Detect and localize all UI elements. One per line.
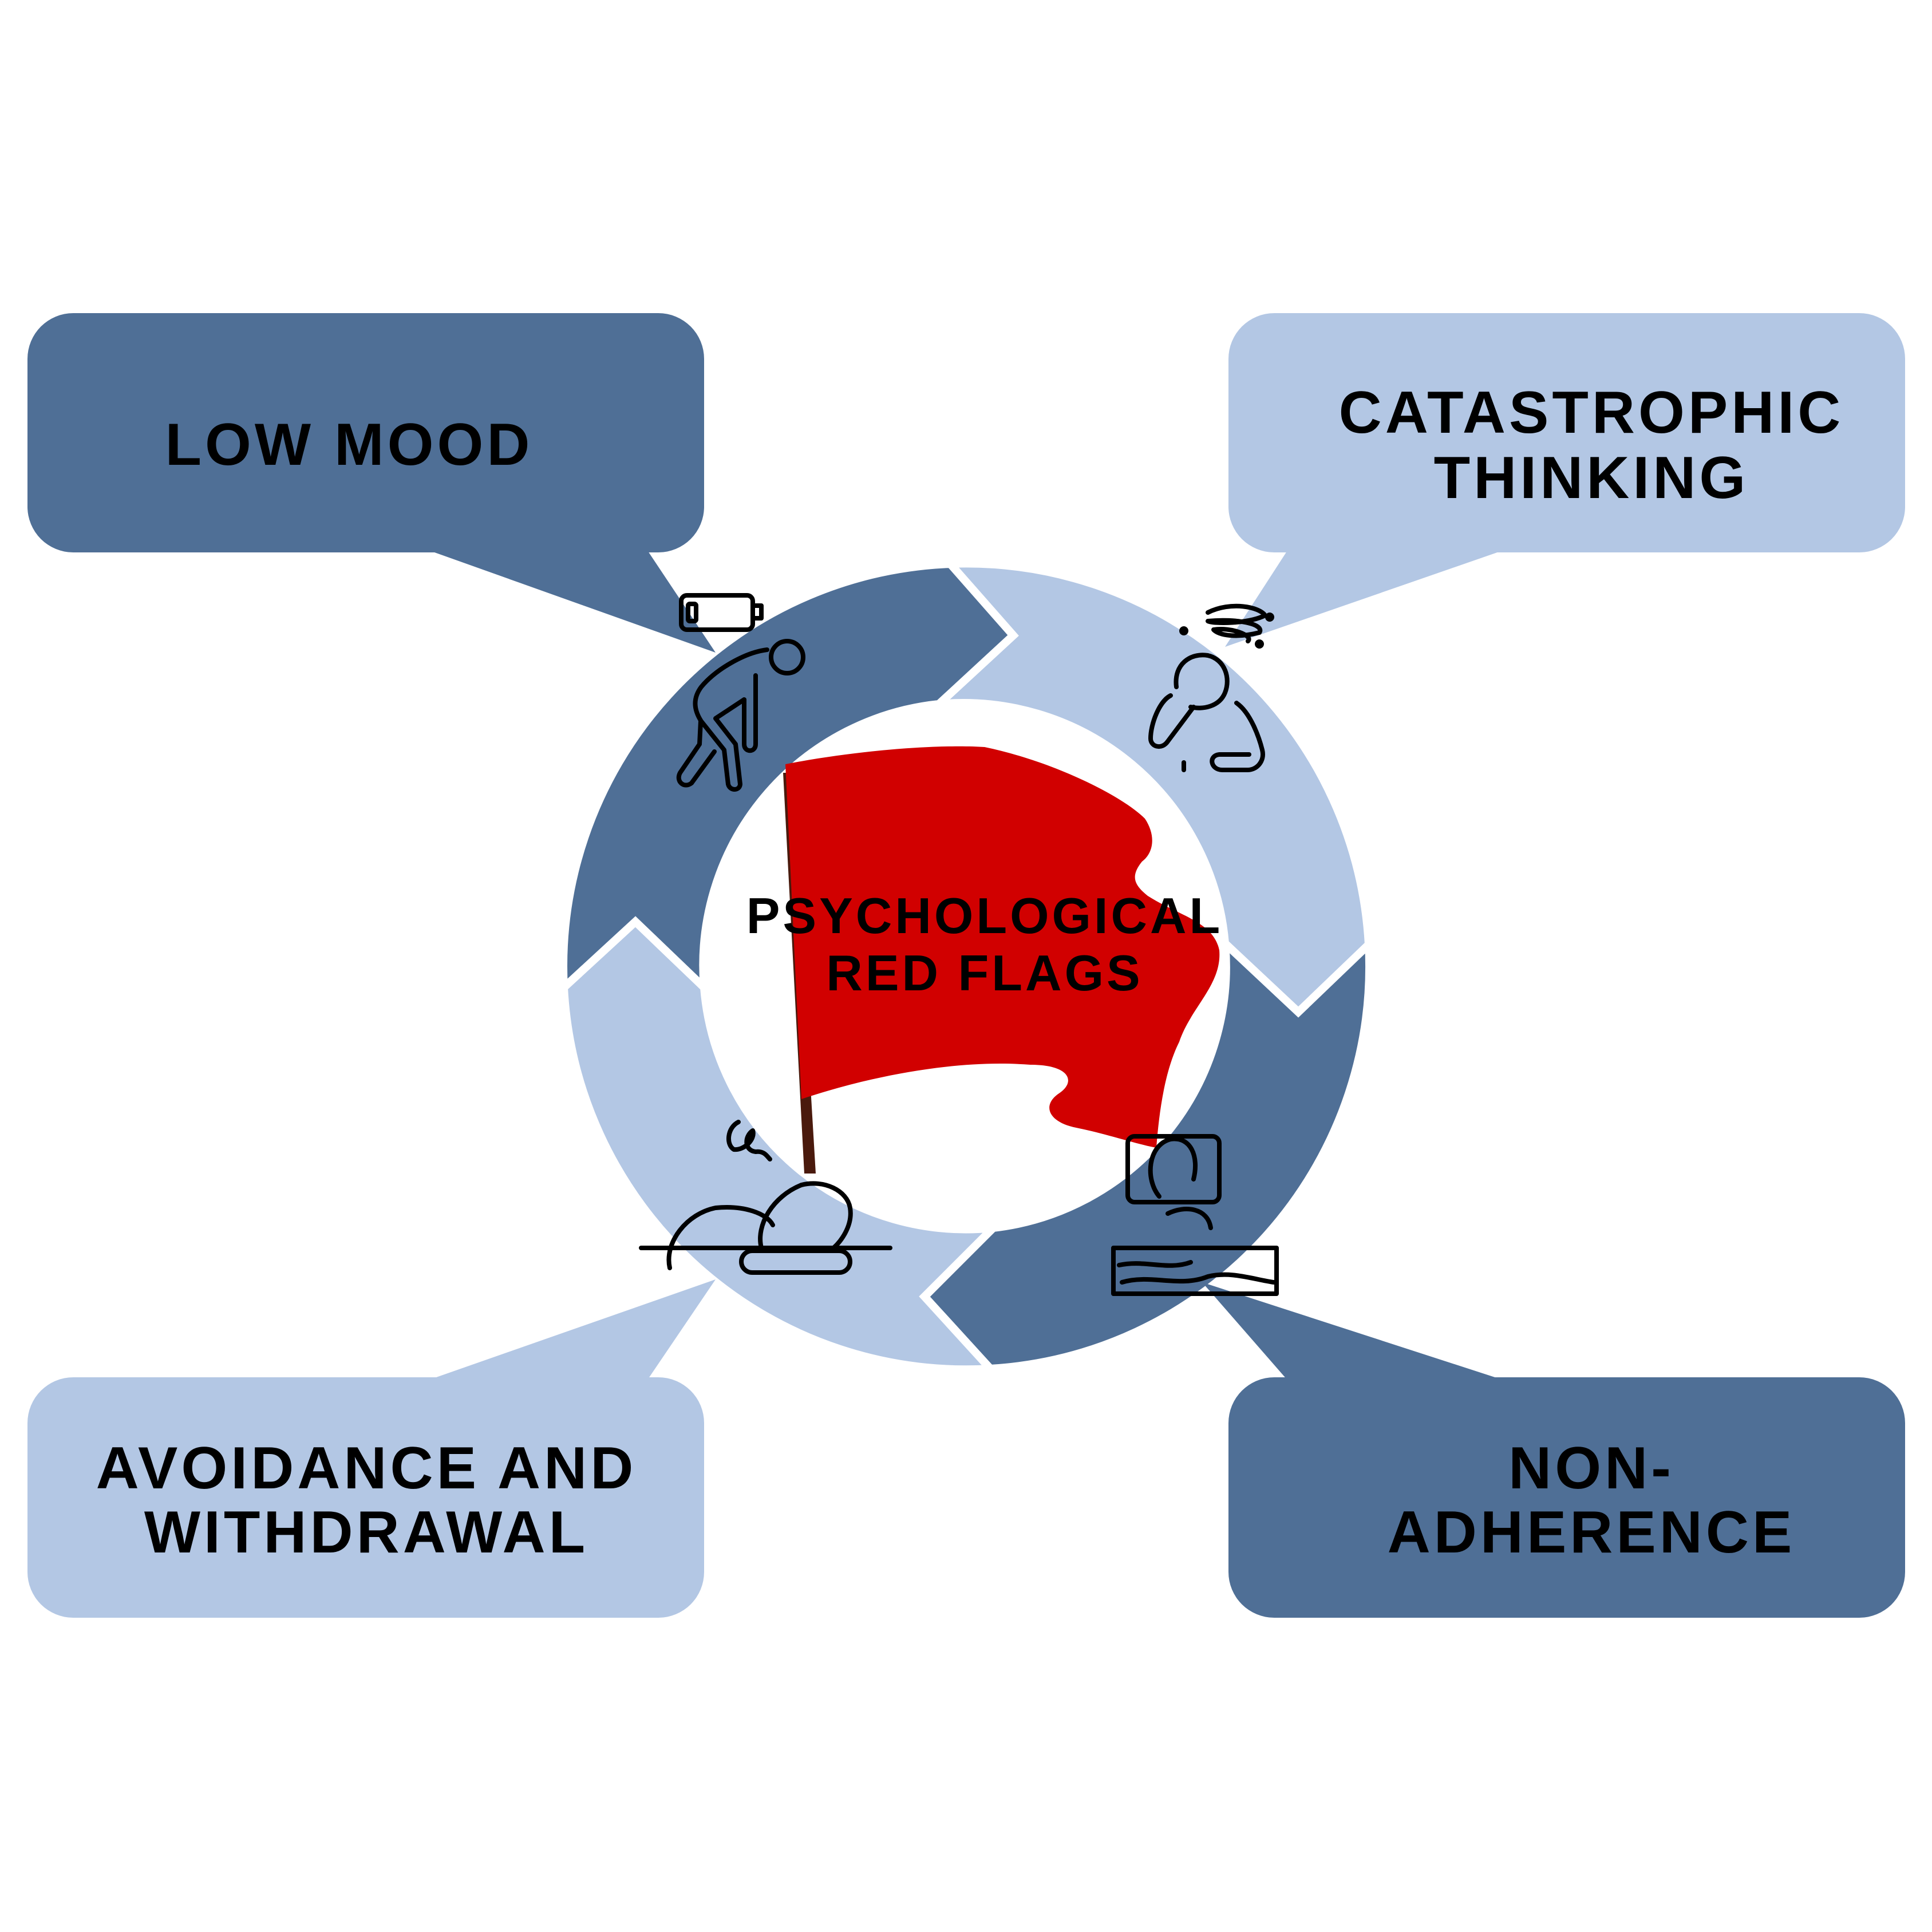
catastrophic-thinking-label-line-1: CATASTROPHIC — [1339, 380, 1844, 446]
battery-body — [679, 593, 755, 632]
scribble-thought — [1206, 603, 1267, 643]
blanket-wave-2 — [1120, 1272, 1276, 1285]
ring-segment-top-right — [927, 559, 1373, 1018]
scribble — [726, 1120, 772, 1161]
red-flag-icon: PSYCHOLOGICAL RED FLAGS — [746, 746, 1223, 1174]
callout-low-mood: LOW MOOD — [27, 313, 716, 653]
callout-non-adherence: NON- ADHERENCE — [1202, 1282, 1905, 1618]
dot-1 — [1179, 626, 1188, 635]
battery-level — [686, 602, 698, 623]
person-shoulder — [1165, 1207, 1213, 1230]
dot-3 — [1255, 639, 1264, 649]
callout-catastrophic-thinking-tail — [1225, 550, 1506, 647]
person-back — [666, 1205, 775, 1270]
callout-avoidance-withdrawal-box — [27, 1377, 704, 1618]
cycle-ring — [559, 559, 1374, 1374]
person-head — [1174, 653, 1230, 710]
catastrophic-thinking-label-line-2: THINKING — [1434, 445, 1749, 511]
center-title-line-1: PSYCHOLOGICAL — [746, 887, 1223, 944]
distressed-person-head-in-hands-icon — [1148, 603, 1274, 772]
person-head — [1148, 1136, 1198, 1199]
person-body — [693, 647, 769, 792]
avoidance-withdrawal-label-line-2: WITHDRAWAL — [144, 1499, 588, 1566]
person-leg-back — [676, 719, 717, 788]
callout-avoidance-withdrawal: AVOIDANCE AND WITHDRAWAL — [27, 1279, 716, 1618]
flag-cloth — [785, 746, 1220, 1148]
center-title-line-2: RED FLAGS — [826, 945, 1143, 1001]
ring-segment-top-left — [559, 559, 1019, 998]
dot-2 — [1265, 613, 1274, 622]
person-curled-up-icon — [639, 1120, 892, 1275]
pillow — [1125, 1134, 1222, 1204]
person-head — [769, 639, 805, 675]
ring-segment-bottom-right — [919, 933, 1374, 1373]
non-adherence-label-line-1: NON- — [1508, 1435, 1674, 1502]
callout-catastrophic-thinking-box — [1228, 313, 1905, 552]
callout-low-mood-tail — [426, 550, 716, 653]
callout-low-mood-box — [27, 313, 704, 552]
person-arm — [1148, 693, 1196, 749]
low-mood-label: LOW MOOD — [165, 412, 533, 478]
ring-segment-bottom-left — [559, 916, 1004, 1374]
callout-avoidance-withdrawal-tail — [426, 1279, 716, 1381]
callout-catastrophic-thinking: CATASTROPHIC THINKING — [1225, 313, 1905, 647]
person-head — [758, 1181, 853, 1253]
person-body — [1210, 701, 1265, 772]
avoidance-withdrawal-label-line-1: AVOIDANCE AND — [96, 1435, 637, 1502]
blanket — [1111, 1246, 1279, 1296]
callout-non-adherence-tail — [1202, 1282, 1506, 1381]
callout-non-adherence-box — [1228, 1377, 1905, 1618]
person-arms — [739, 1249, 852, 1275]
non-adherence-label-line-2: ADHERENCE — [1388, 1499, 1796, 1566]
blanket-wave-1 — [1117, 1260, 1193, 1268]
tired-person-low-battery-icon — [676, 593, 805, 792]
battery-tip — [752, 603, 764, 621]
person-in-bed-icon — [1111, 1134, 1279, 1296]
